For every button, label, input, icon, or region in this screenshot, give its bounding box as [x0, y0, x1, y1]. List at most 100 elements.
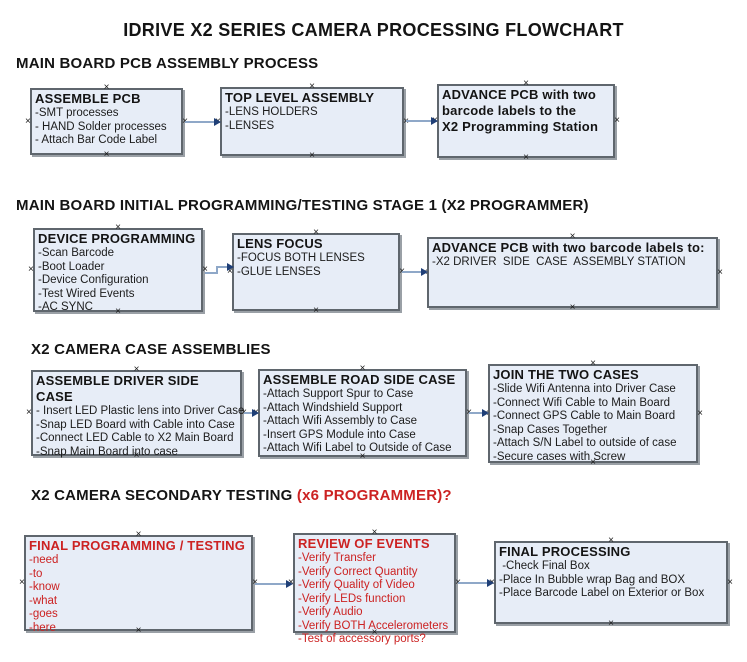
- box-line: -here: [29, 621, 56, 634]
- box-line: -need: [29, 554, 59, 566]
- box-line: -what: [29, 594, 58, 607]
- box-title: LENS FOCUS: [237, 236, 323, 251]
- box-line: -X2 DRIVER SIDE CASE ASSEMBLY STATION: [432, 256, 686, 268]
- box-final-processing[interactable]: FINAL PROCESSING -Check Final Box-Place …: [489, 536, 733, 629]
- connector-arrow: [244, 409, 259, 417]
- box-body: -Attach Support Spur to Case-Attach Wind…: [263, 388, 462, 456]
- box-body: -Scan Barcode-Boot Loader-Device Configu…: [38, 247, 198, 315]
- connection-handle-icon: ×: [697, 407, 703, 419]
- box-title: ASSEMBLE PCB: [35, 91, 141, 106]
- box-line: -Place In Bubble wrap Bag and BOX: [499, 573, 686, 586]
- box-title: DEVICE PROGRAMMING: [38, 231, 196, 246]
- box-body: -LENS HOLDERS-LENSES: [225, 106, 399, 133]
- connection-handle-icon: ×: [28, 264, 34, 275]
- box-title: ASSEMBLE ROAD SIDE CASE: [263, 372, 456, 387]
- box-title: TOP LEVEL ASSEMBLY: [225, 90, 375, 105]
- connector-arrow: [458, 579, 494, 587]
- box-line: -Verify LEDs function: [298, 592, 406, 605]
- box-line: -Scan Barcode: [38, 247, 115, 259]
- connection-handle-icon: ×: [523, 152, 529, 163]
- box-lens-focus[interactable]: LENS FOCUS -FOCUS BOTH LENSES-GLUE LENSE…: [227, 228, 405, 316]
- section-header-text: X2 CAMERA CASE ASSEMBLIES: [31, 341, 271, 358]
- box-title: ADVANCE PCB with two barcode labels to:: [432, 240, 705, 255]
- section-header-red-text: (x6 PROGRAMMER)?: [296, 487, 452, 504]
- connection-handle-icon: ×: [25, 115, 31, 127]
- box-line: -Insert GPS Module into Case: [263, 428, 416, 441]
- connection-handle-icon: ×: [614, 115, 620, 126]
- section-header-secondary-testing: X2 CAMERA SECONDARY TESTING (x6 PROGRAMM…: [31, 487, 452, 504]
- box-line: -Connect LED Cable to X2 Main Board: [36, 432, 234, 444]
- box-line: -Verify Correct Quantity: [298, 565, 418, 578]
- box-line: -know: [29, 581, 60, 593]
- connection-handle-icon: ×: [727, 576, 733, 588]
- box-line: -Snap Main Board into case: [36, 445, 178, 458]
- box-title: REVIEW OF EVENTS: [298, 536, 430, 551]
- section-header-text: MAIN BOARD PCB ASSEMBLY PROCESS: [16, 55, 319, 72]
- box-line: -Boot Loader: [38, 260, 105, 273]
- box-line: -LENS HOLDERS: [225, 106, 318, 118]
- box-line: - Insert LED Plastic lens into Driver Ca…: [36, 405, 245, 417]
- box-line: -Check Final Box: [499, 560, 590, 572]
- connector-arrow: [406, 117, 438, 125]
- box-line: -Connect GPS Cable to Main Board: [493, 410, 676, 422]
- box-line: -Verify Quality of Video: [298, 579, 415, 591]
- box-body: -Verify Transfer-Verify Correct Quantity…: [298, 552, 451, 647]
- box-final-programming-testing[interactable]: FINAL PROGRAMMING / TESTING -need-to-kno…: [19, 530, 258, 636]
- connection-handle-icon: ×: [608, 618, 614, 629]
- box-device-programming[interactable]: DEVICE PROGRAMMING -Scan Barcode-Boot Lo…: [28, 223, 208, 317]
- box-line: -Snap Cases Together: [493, 423, 608, 436]
- box-title: FINAL PROCESSING: [499, 544, 631, 559]
- connector-arrow: [185, 118, 221, 126]
- box-line: -Attach Support Spur to Case: [263, 388, 414, 400]
- box-join-the-two-cases[interactable]: JOIN THE TWO CASES -Slide Wifi Antenna i…: [483, 359, 703, 468]
- connection-handle-icon: ×: [717, 266, 723, 278]
- box-line: -Test of accessory ports?: [298, 633, 426, 645]
- box-line: -AC SYNC: [38, 301, 93, 313]
- section-header-pcb-assembly: MAIN BOARD PCB ASSEMBLY PROCESS: [16, 55, 318, 72]
- box-line: -to: [29, 567, 43, 580]
- box-line: -Secure cases with Screw: [493, 450, 626, 463]
- box-line: -Verify Audio: [298, 606, 363, 618]
- box-advance-pcb-programming-station[interactable]: ADVANCE PCB with two barcode labels to t…: [432, 79, 620, 163]
- box-line: -Attach Wifi Label to Outside of Case: [263, 442, 452, 454]
- box-review-of-events[interactable]: REVIEW OF EVENTS -Verify Transfer-Verify…: [288, 528, 461, 646]
- connector-arrow: [205, 272, 218, 274]
- box-line: -Attach Windshield Support: [263, 401, 403, 414]
- connection-handle-icon: ×: [26, 407, 32, 418]
- box-body: -SMT processes- HAND Solder processes- A…: [35, 107, 178, 148]
- connector-arrow: [255, 580, 293, 588]
- box-top-level-assembly[interactable]: TOP LEVEL ASSEMBLY -LENS HOLDERS-LENSES …: [215, 82, 409, 161]
- connection-handle-icon: ×: [19, 577, 25, 588]
- box-body: -need-to-know-what-goes-here: [29, 554, 248, 635]
- box-line: -Slide Wifi Antenna into Driver Case: [493, 383, 676, 395]
- section-header-initial-programming: MAIN BOARD INITIAL PROGRAMMING/TESTING S…: [16, 197, 589, 214]
- box-title: FINAL PROGRAMMING / TESTING: [29, 538, 246, 553]
- box-assemble-driver-side-case[interactable]: ASSEMBLE DRIVER SIDE CASE - Insert LED P…: [26, 365, 247, 461]
- box-body: -X2 DRIVER SIDE CASE ASSEMBLY STATION: [432, 256, 713, 270]
- connector-arrow: [216, 263, 234, 271]
- connector-arrow: [469, 409, 489, 417]
- box-body: -FOCUS BOTH LENSES-GLUE LENSES: [237, 252, 395, 279]
- box-line: -SMT processes: [35, 107, 119, 119]
- box-line: -GLUE LENSES: [237, 265, 321, 278]
- box-line: - Attach Bar Code Label: [35, 134, 158, 146]
- section-header-text: X2 CAMERA SECONDARY TESTING: [31, 487, 297, 504]
- box-body: -Check Final Box-Place In Bubble wrap Ba…: [499, 560, 723, 601]
- connection-handle-icon: ×: [313, 305, 319, 316]
- box-line: - HAND Solder processes: [35, 120, 167, 133]
- box-advance-pcb-driver-side[interactable]: ADVANCE PCB with two barcode labels to: …: [422, 232, 723, 313]
- box-line: -FOCUS BOTH LENSES: [237, 252, 365, 264]
- box-line: -Attach S/N Label to outside of case: [493, 437, 677, 449]
- box-body: - Insert LED Plastic lens into Driver Ca…: [36, 405, 245, 459]
- box-assemble-pcb[interactable]: ASSEMBLE PCB -SMT processes- HAND Solder…: [25, 83, 188, 160]
- box-assemble-road-side-case[interactable]: ASSEMBLE ROAD SIDE CASE -Attach Support …: [253, 364, 472, 462]
- box-line: -Test Wired Events: [38, 287, 135, 300]
- box-line: -Connect Wifi Cable to Main Board: [493, 396, 671, 409]
- section-header-case-assemblies: X2 CAMERA CASE ASSEMBLIES: [31, 341, 271, 358]
- box-body: -Slide Wifi Antenna into Driver Case-Con…: [493, 383, 693, 464]
- connector-arrow: [402, 268, 428, 276]
- connector-arrow: [216, 267, 218, 274]
- box-line: -Verify BOTH Accelerometers: [298, 619, 449, 632]
- section-header-text: MAIN BOARD INITIAL PROGRAMMING/TESTING S…: [16, 197, 589, 214]
